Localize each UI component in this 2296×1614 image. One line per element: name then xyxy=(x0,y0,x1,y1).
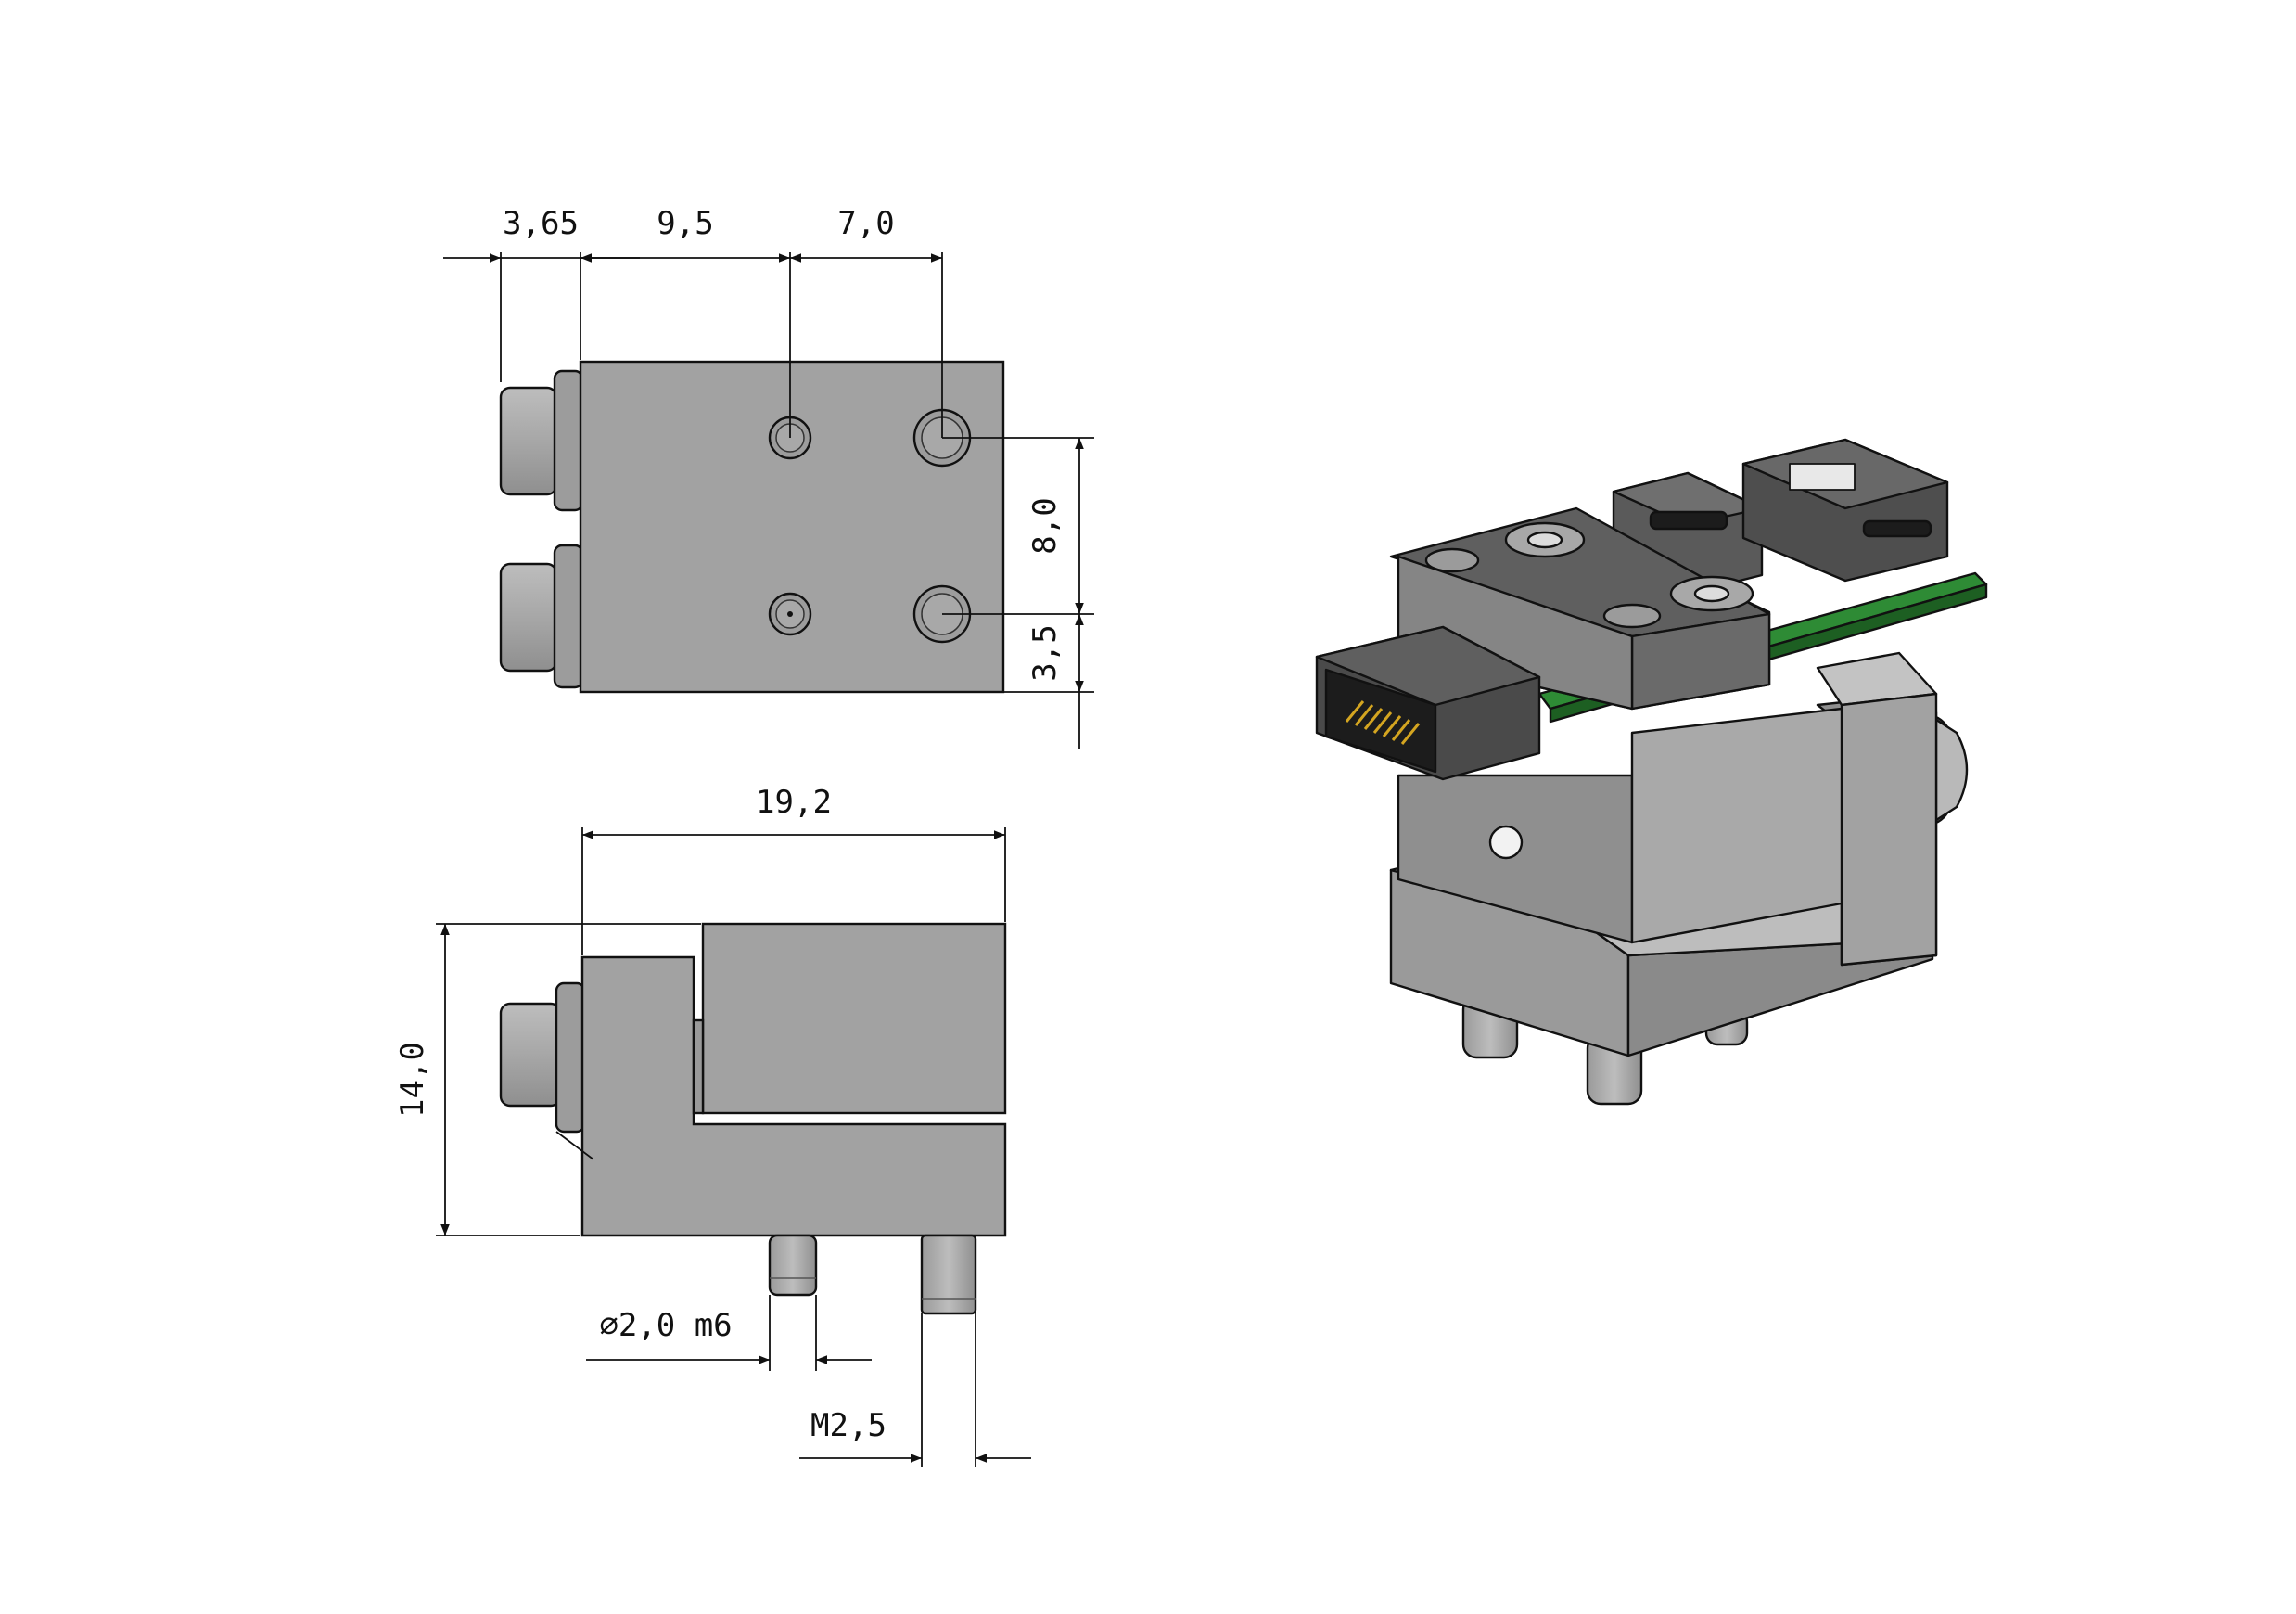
side-view-plug xyxy=(499,1002,562,1108)
side-view-pin-thread xyxy=(920,1234,977,1315)
top-view-hole-small-lower xyxy=(768,592,812,636)
iso-top-connectors xyxy=(1612,438,1949,596)
side-view-pin-round xyxy=(768,1234,818,1297)
iso-front-connector xyxy=(1315,625,1541,781)
dim-m2-5: M2,5 xyxy=(810,1407,887,1444)
iso-connector-contacts xyxy=(1345,700,1421,745)
top-view: 3,65 9,5 7,0 8,0 3,5 xyxy=(443,205,1094,749)
dim-diameter-2-0-m6: ∅2,0 m6 xyxy=(599,1307,732,1344)
side-view-upper-block xyxy=(701,922,1007,1115)
dim-14-0: 14,0 xyxy=(394,1042,431,1118)
isometric-render xyxy=(1315,438,1988,1106)
side-view: 19,2 14,0 ∅2,0 m6 M2,5 xyxy=(394,784,1031,1467)
dim-8-0: 8,0 xyxy=(1027,497,1064,554)
iso-right-upright xyxy=(1816,651,1938,967)
top-view-dimension-lines xyxy=(443,252,1094,749)
dim-3-65: 3,65 xyxy=(503,205,579,242)
dim-3-5: 3,5 xyxy=(1027,624,1064,681)
dim-7-0: 7,0 xyxy=(837,205,894,242)
dim-19-2: 19,2 xyxy=(756,784,832,821)
side-view-dimension-lines xyxy=(436,827,1031,1467)
iso-main-block xyxy=(1397,707,1843,944)
side-view-l-body xyxy=(580,955,1007,1237)
top-view-plug-upper xyxy=(499,369,584,512)
top-view-plug-lower xyxy=(499,544,584,689)
dim-9-5: 9,5 xyxy=(657,205,713,242)
